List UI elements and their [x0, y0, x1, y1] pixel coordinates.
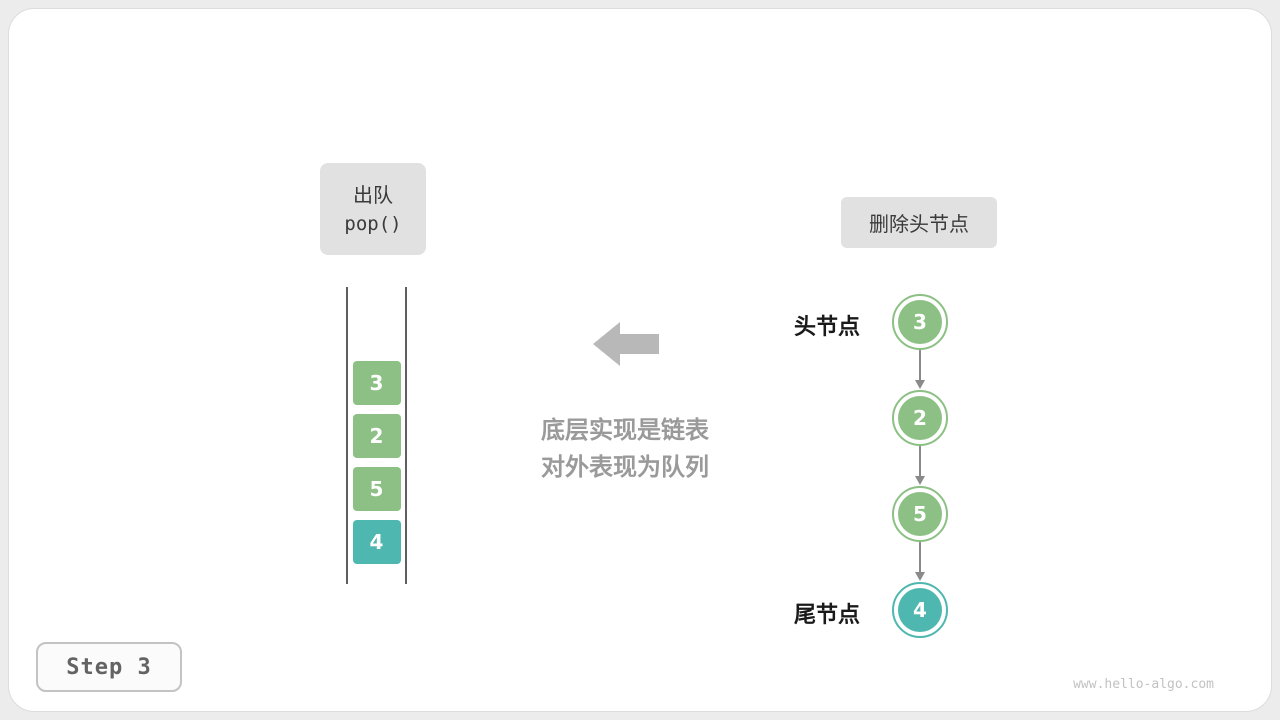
- connector-line: [919, 542, 921, 572]
- list-node: 2: [892, 390, 948, 446]
- list-node: 3: [892, 294, 948, 350]
- list-node-value: 5: [898, 492, 942, 536]
- queue-cell: 4: [352, 520, 401, 564]
- annotation-line-2: 对外表现为队列: [541, 453, 709, 481]
- list-node-value: 3: [898, 300, 942, 344]
- tail-node-label: 尾节点: [793, 603, 860, 628]
- connector-line: [919, 446, 921, 476]
- linked-list: 3 2 5 4: [892, 294, 948, 638]
- queue-container: 3 2 5 4: [346, 287, 407, 584]
- list-node-value: 4: [898, 588, 942, 632]
- dequeue-operation-label: 出队 pop(): [320, 163, 426, 255]
- pop-method-label: pop(): [344, 213, 402, 235]
- connector-arrowhead: [915, 380, 925, 389]
- watermark: www.hello-algo.com: [1073, 677, 1214, 692]
- queue-cell: 5: [352, 467, 401, 511]
- list-node: 5: [892, 486, 948, 542]
- step-badge: Step 3: [36, 642, 182, 692]
- list-node-value: 2: [898, 396, 942, 440]
- connector-line: [919, 350, 921, 380]
- delete-head-label: 删除头节点: [841, 197, 997, 248]
- connector-arrowhead: [915, 572, 925, 581]
- annotation-text: 底层实现是链表 对外表现为队列: [490, 412, 760, 486]
- queue-cell-stack: 3 2 5 4: [352, 361, 401, 564]
- down-arrow-icon: [915, 350, 925, 390]
- annotation-line-1: 底层实现是链表: [541, 416, 709, 444]
- diagram-card: [8, 8, 1272, 712]
- dequeue-label-text: 出队: [353, 183, 393, 207]
- list-node: 4: [892, 582, 948, 638]
- left-arrow-icon: [593, 322, 659, 366]
- head-node-label: 头节点: [793, 315, 860, 340]
- connector-arrowhead: [915, 476, 925, 485]
- down-arrow-icon: [915, 542, 925, 582]
- queue-cell: 3: [352, 361, 401, 405]
- down-arrow-icon: [915, 446, 925, 486]
- queue-cell: 2: [352, 414, 401, 458]
